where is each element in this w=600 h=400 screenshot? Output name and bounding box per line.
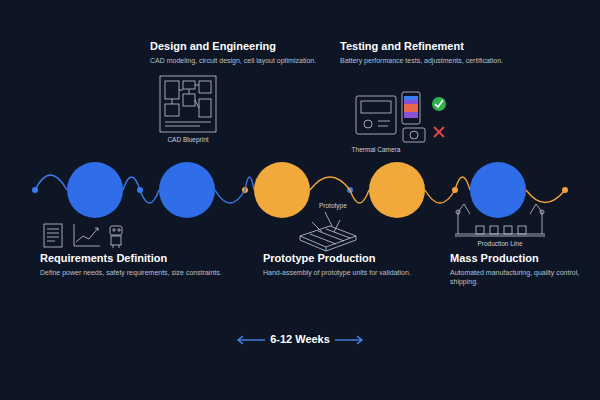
- part-label: CAD Blueprint: [166, 136, 209, 144]
- stage-heading: Mass Production: [450, 252, 592, 265]
- stage-texts: Design and EngineeringCAD modeling, circ…: [150, 40, 335, 65]
- prototype-illustration: [300, 212, 356, 251]
- duration-label: 6-12 Weeks: [267, 333, 333, 346]
- stage-heading: Prototype Production: [263, 252, 438, 265]
- part-label: Prototype: [318, 202, 348, 210]
- stage-texts: Mass ProductionAutomated manufacturing, …: [450, 252, 592, 286]
- part-label: Thermal Camera: [351, 146, 402, 154]
- wave-connector: [425, 177, 470, 203]
- testing-icons: [356, 92, 425, 142]
- check-mark: [432, 97, 446, 111]
- stage-description: CAD modeling, circuit design, cell layou…: [150, 56, 335, 65]
- stage-circle: [369, 162, 425, 218]
- wave-connector: [123, 177, 159, 203]
- stage-texts: Testing and RefinementBattery performanc…: [340, 40, 520, 65]
- stage-circle: [159, 162, 215, 218]
- process-stage: Mass ProductionAutomated manufacturing, …: [450, 252, 592, 286]
- cross-mark: [434, 127, 444, 137]
- wave-end: [526, 190, 565, 203]
- stage-circle: [470, 162, 526, 218]
- stage-description: Automated manufacturing, quality control…: [450, 268, 592, 286]
- stage-texts: Prototype ProductionHand-assembly of pro…: [263, 252, 438, 277]
- stage-heading: Design and Engineering: [150, 40, 335, 53]
- stage-description: Battery performance tests, adjustments, …: [340, 56, 520, 65]
- stage-circle: [254, 162, 310, 218]
- stage-description: Define power needs, safety requirements,…: [40, 268, 235, 277]
- process-stage: Design and EngineeringCAD modeling, circ…: [150, 40, 335, 65]
- stage-heading: Requirements Definition: [40, 252, 235, 265]
- check-mark: [435, 100, 443, 107]
- stage-texts: Requirements DefinitionDefine power need…: [40, 252, 235, 277]
- wave-connector: [215, 177, 254, 203]
- process-stage: Prototype ProductionHand-assembly of pro…: [263, 252, 438, 277]
- wave-end: [35, 175, 67, 190]
- wave-connector: [310, 177, 369, 203]
- stage-description: Hand-assembly of prototype units for val…: [263, 268, 438, 277]
- process-stage: Testing and RefinementBattery performanc…: [340, 40, 520, 65]
- cad-blueprint: [160, 76, 216, 132]
- part-label: Production Line: [476, 240, 523, 248]
- requirements-icons: [44, 224, 122, 248]
- stage-circle: [67, 162, 123, 218]
- process-stage: Requirements DefinitionDefine power need…: [40, 252, 235, 277]
- stage-heading: Testing and Refinement: [340, 40, 520, 53]
